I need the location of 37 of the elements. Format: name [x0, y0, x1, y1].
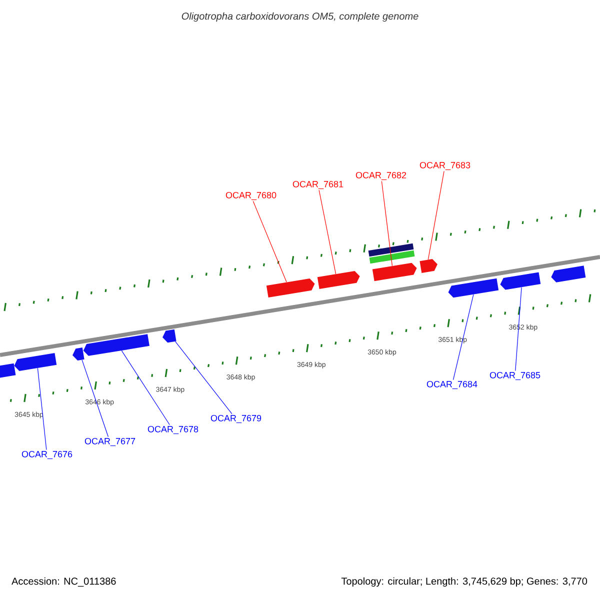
leader-line — [428, 170, 444, 260]
gene-label: OCAR_7681 — [292, 180, 344, 190]
footer-text: Topology: circular; Length: 3,745,629 bp; Genes: 3,770 — [341, 577, 588, 587]
gene-block — [72, 348, 84, 360]
gene-label: OCAR_7685 — [490, 372, 540, 380]
gene-label: OCAR_7683 — [420, 162, 470, 170]
gene-label: OCAR_7677 — [84, 438, 136, 446]
leader-line — [515, 287, 522, 372]
feature-bar — [369, 250, 415, 264]
title: Oligotropha carboxidovorans OM5, complete genome — [182, 12, 418, 22]
gene-label: OCAR_7678 — [148, 426, 198, 434]
gene-block — [162, 329, 176, 343]
leader-line — [82, 360, 109, 438]
gene-label: OCAR_7684 — [426, 380, 478, 390]
leader-line — [381, 180, 393, 266]
leader-line — [318, 190, 336, 274]
gene-block — [551, 266, 586, 282]
gene-block — [14, 353, 57, 371]
leader-line — [175, 341, 232, 414]
gene-block — [500, 272, 541, 290]
gene-label: OCAR_7682 — [356, 172, 406, 180]
gene-block — [317, 271, 360, 289]
gene-block — [372, 262, 417, 282]
gene-block — [448, 278, 499, 298]
gene-label: OCAR_7680 — [226, 192, 276, 200]
footer-text: Accession: NC_011386 — [12, 577, 116, 587]
gene-label: OCAR_7679 — [210, 414, 262, 424]
gene-block — [266, 278, 315, 298]
gene-block — [83, 334, 150, 356]
leader-line — [452, 294, 474, 380]
leader-line — [252, 200, 287, 282]
gene-block — [0, 363, 16, 379]
leader-line — [121, 350, 170, 426]
gene-label: OCAR_7676 — [22, 450, 72, 460]
leader-line — [37, 368, 47, 450]
feature-bar — [368, 243, 414, 257]
gene-block — [420, 259, 438, 273]
